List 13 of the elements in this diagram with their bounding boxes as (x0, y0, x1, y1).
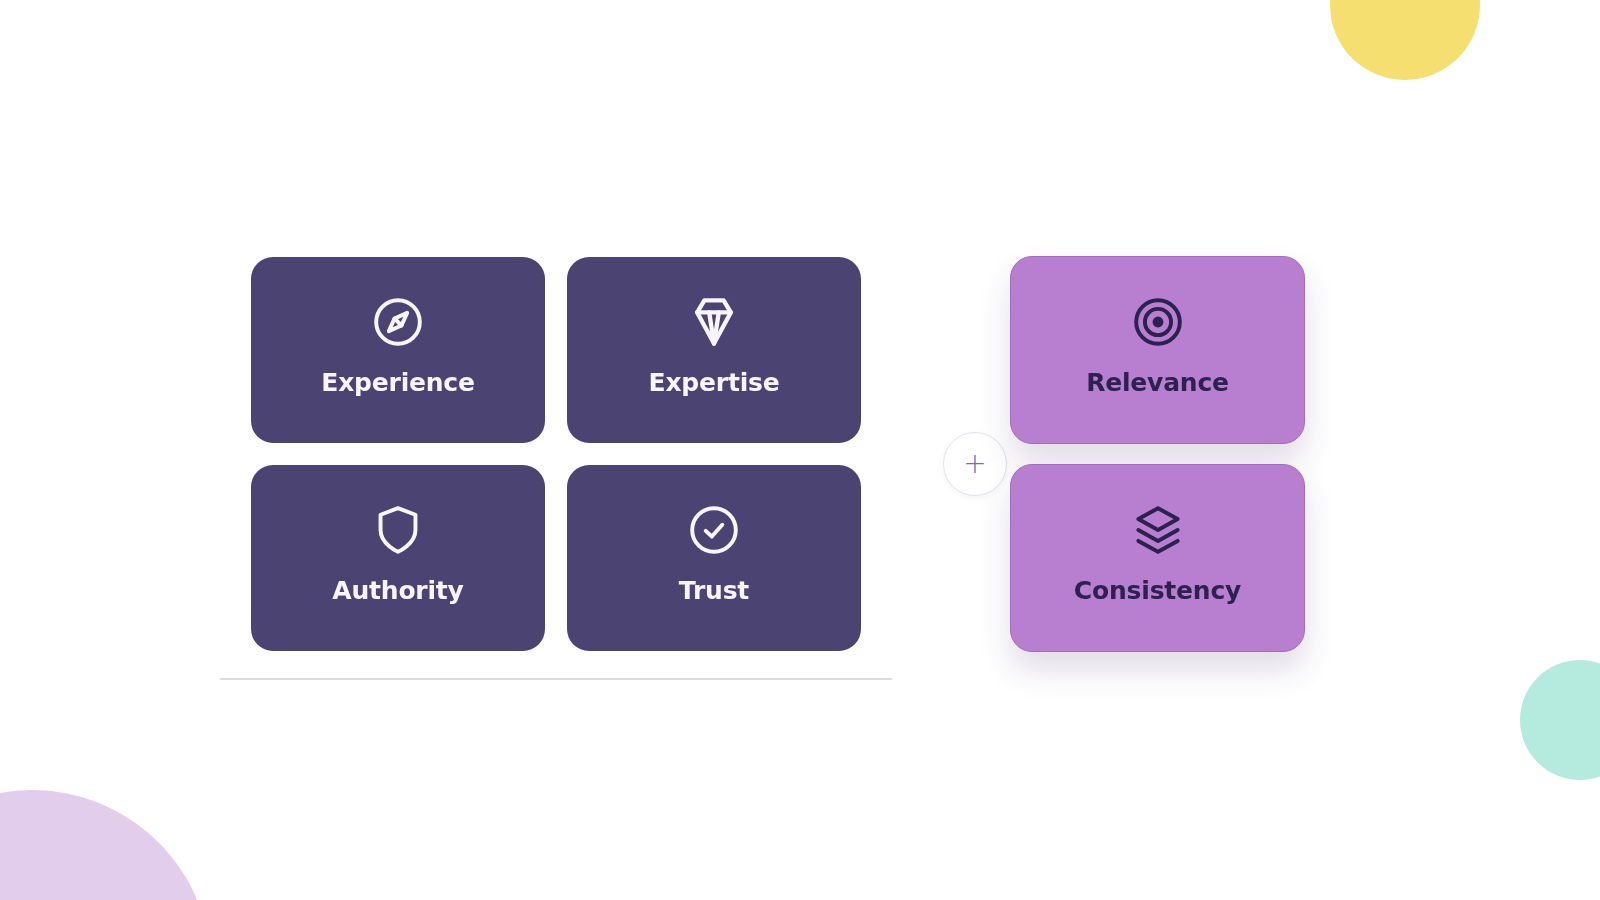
card-title: Authority (332, 576, 464, 606)
category-card (1010, 256, 1305, 444)
category-card (251, 257, 545, 443)
card-title: Relevance (1086, 368, 1229, 398)
category-card (567, 257, 861, 443)
category-card (1010, 464, 1305, 652)
card-title: Expertise (648, 368, 780, 398)
category-card (567, 465, 861, 651)
plus-circle: + (943, 432, 1007, 496)
card-title: Trust (678, 576, 750, 606)
category-card (251, 465, 545, 651)
card-title: Consistency (1073, 576, 1242, 606)
card-title: Experience (321, 368, 475, 398)
